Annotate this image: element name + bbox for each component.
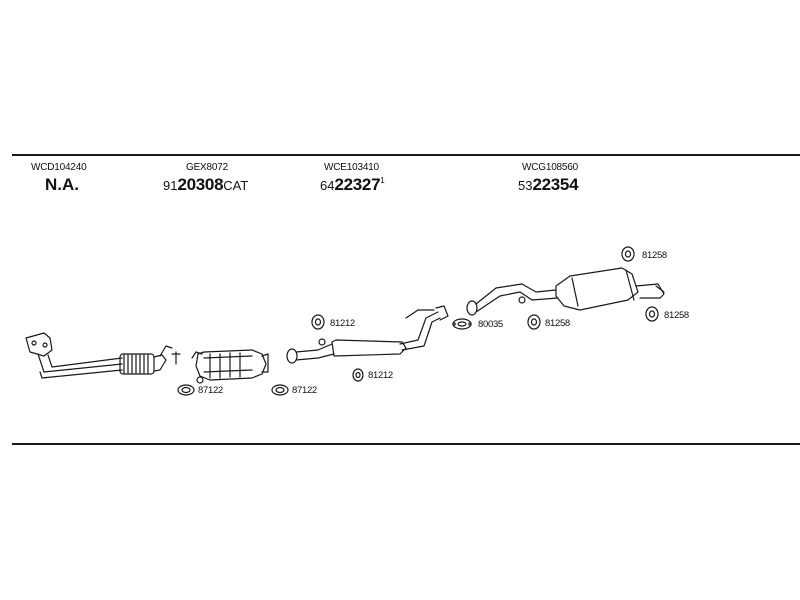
mount-81258-rear-1: [527, 314, 541, 330]
group-code-1: WCD104240: [31, 162, 87, 173]
group-code-4: WCG108560: [522, 162, 579, 173]
gasket-87122-b: [271, 384, 289, 396]
middle-pipe: [286, 305, 449, 364]
front-pipe: [25, 332, 181, 379]
top-divider: [12, 154, 800, 156]
callout-mount-81212-lower: 81212: [368, 370, 393, 381]
part-prefix: 91: [163, 178, 178, 193]
mount-81212-upper: [311, 314, 325, 330]
mount-81258-rear-2: [645, 306, 659, 322]
callout-gasket-80035: 80035: [478, 319, 503, 330]
callout-mount-81258-rear-1: 81258: [545, 318, 570, 329]
callout-mount-81258-rear-2: 81258: [664, 310, 689, 321]
catalytic-converter: [191, 349, 269, 384]
part-prefix: 53: [518, 178, 533, 193]
callout-mount-81212-upper: 81212: [330, 318, 355, 329]
group-code-2: GEX8072: [186, 162, 228, 173]
mount-81212-lower: [352, 368, 364, 382]
mount-81258-top: [621, 246, 635, 262]
bottom-divider: [12, 443, 800, 445]
rear-silencer: [466, 267, 665, 316]
part-main: 22327: [334, 175, 381, 194]
part-prefix: 64: [320, 178, 335, 193]
gasket-87122-a: [177, 384, 195, 396]
part-number-3: 64223271: [320, 175, 385, 195]
part-main: 20308: [177, 175, 224, 194]
part-number-1: N.A.: [45, 175, 79, 194]
callout-gasket-87122-a: 87122: [198, 385, 223, 396]
gasket-80035: [452, 318, 472, 330]
callout-mount-81258-top: 81258: [642, 250, 667, 261]
callout-gasket-87122-b: 87122: [292, 385, 317, 396]
part-number-2: 9120308CAT: [163, 175, 248, 195]
part-superscript: 1: [380, 176, 385, 185]
part-suffix: CAT: [223, 178, 249, 193]
group-code-3: WCE103410: [324, 162, 379, 173]
part-main: 22354: [532, 175, 579, 194]
part-number-4: 5322354: [518, 175, 579, 195]
